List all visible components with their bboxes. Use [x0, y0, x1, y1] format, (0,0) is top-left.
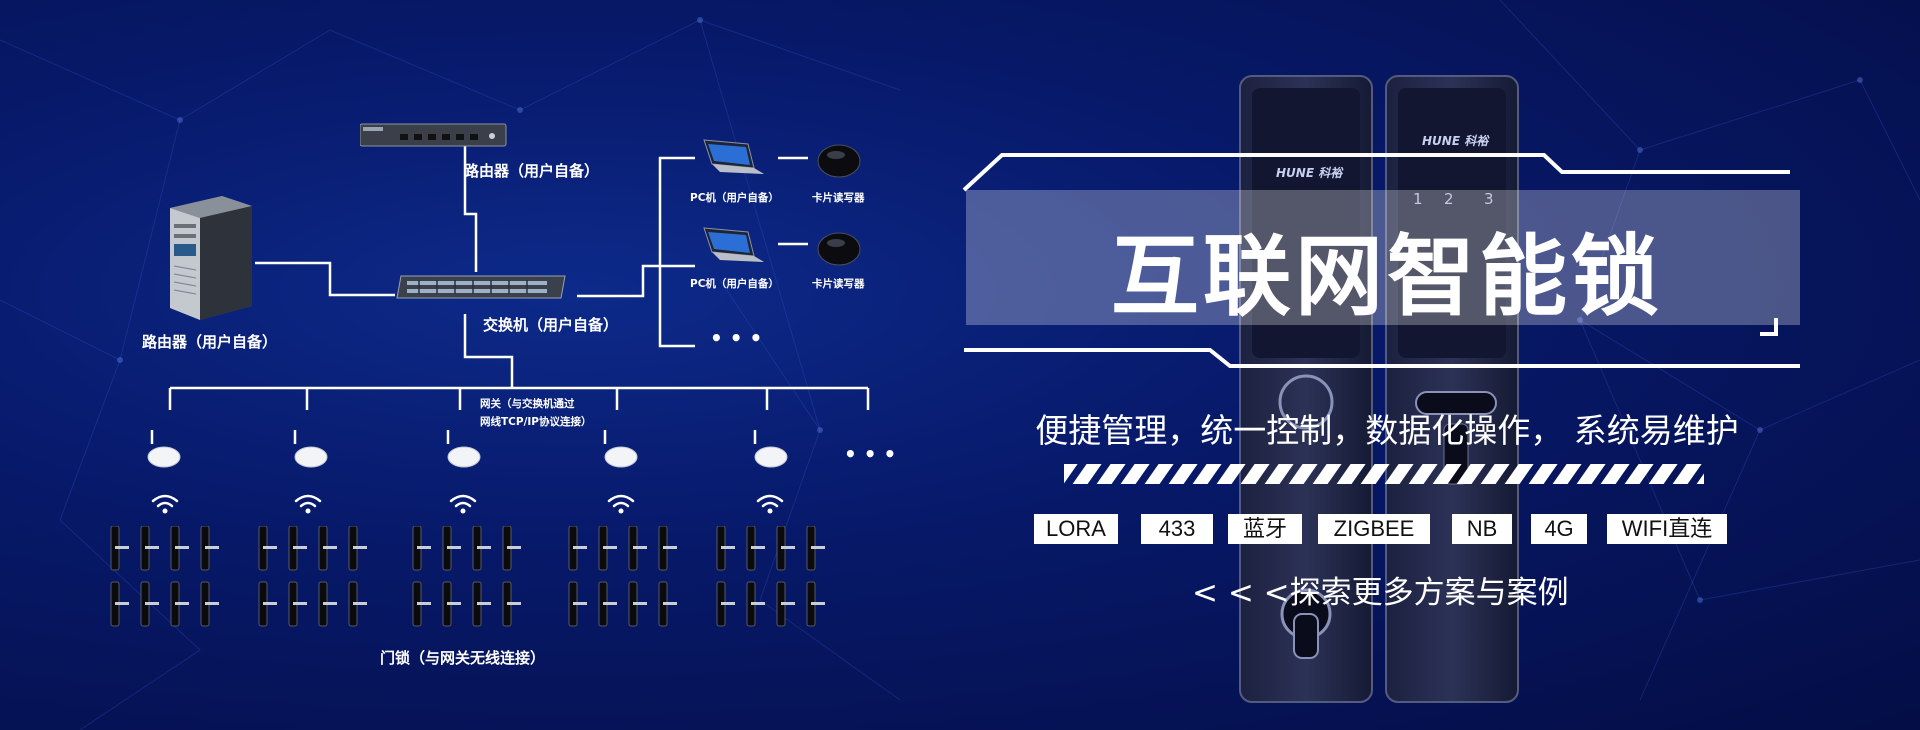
hatched-stripe-divider [1064, 464, 1704, 484]
pc-more-ellipsis: • • • [710, 326, 763, 350]
reader-label-2: 卡片读写器 [812, 278, 865, 290]
switch-label: 交换机（用户自备） [483, 316, 619, 334]
tag-4g: 4G [1531, 514, 1587, 544]
gateway-device [147, 446, 181, 468]
lock-keypad-2: 2 [1444, 190, 1454, 208]
gateway-device [447, 446, 481, 468]
tag-bluetooth: 蓝牙 [1228, 514, 1302, 544]
lock-keypad-3: 3 [1484, 190, 1494, 208]
tag-lora: LORA [1034, 514, 1118, 544]
wifi-icon [756, 494, 784, 514]
server-label: 路由器（用户自备） [142, 333, 278, 351]
explore-more-link[interactable]: < < <探索更多方案与案例 [1192, 575, 1569, 611]
top-router-device [360, 123, 507, 147]
server-tower [170, 196, 252, 320]
reader-label-1: 卡片读写器 [812, 192, 865, 204]
gateway-label-line2: 网线TCP/IP协议连接） [480, 416, 592, 428]
gateway-more-ellipsis: • • • [844, 442, 897, 466]
network-switch [396, 275, 566, 299]
door-lock-group [412, 526, 522, 627]
tag-433: 433 [1141, 514, 1213, 544]
card-reader-icon [817, 232, 861, 266]
title-frame [962, 153, 1800, 368]
lock-keypad-1: 1 [1413, 190, 1437, 208]
lock-label: 门锁（与网关无线连接） [380, 649, 546, 667]
laptop-icon [703, 139, 764, 174]
pc-label-1: PC机（用户自备） [690, 192, 779, 204]
tag-zigbee: ZIGBEE [1318, 514, 1430, 544]
wifi-icon [607, 494, 635, 514]
wifi-icon [294, 494, 322, 514]
gateway-label-line1: 网关（与交换机通过 [480, 398, 575, 410]
gateway-device [604, 446, 638, 468]
gateway-device [754, 446, 788, 468]
hero-title: 互联网智能锁 [1110, 225, 1663, 328]
door-lock-group [110, 526, 220, 627]
door-lock-group [568, 526, 678, 627]
gateway-device [294, 446, 328, 468]
door-lock-group [716, 526, 826, 627]
lock-brand-right: HUNE 科裕 [1422, 134, 1489, 148]
pc-label-2: PC机（用户自备） [690, 278, 779, 290]
tag-wifi-direct: WIFI直连 [1607, 514, 1727, 544]
tag-nb: NB [1452, 514, 1512, 544]
hero-subtitle: 便捷管理，统一控制，数据化操作， 系统易维护 [1035, 411, 1739, 450]
wifi-icon [449, 494, 477, 514]
top-router-label: 路由器（用户自备） [464, 162, 600, 180]
laptop-icon [703, 227, 764, 262]
lock-brand-left: HUNE 科裕 [1276, 166, 1343, 180]
wifi-icon [151, 494, 179, 514]
door-lock-group [258, 526, 368, 627]
card-reader-icon [817, 144, 861, 178]
